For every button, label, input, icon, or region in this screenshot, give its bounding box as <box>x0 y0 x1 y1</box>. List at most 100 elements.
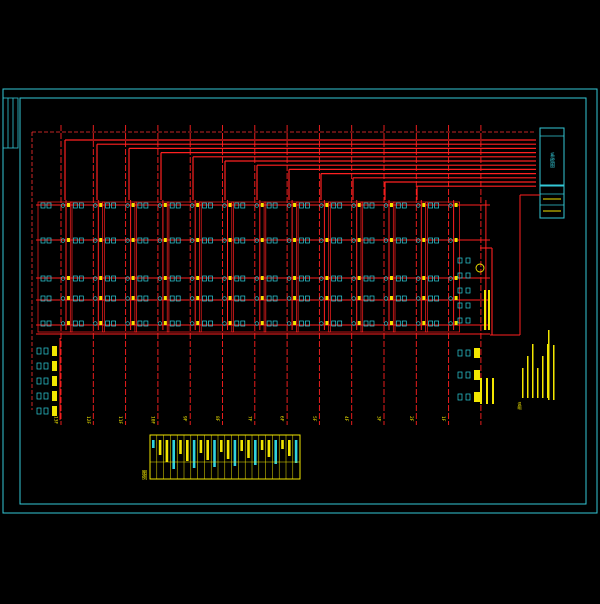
device-tag <box>293 321 297 325</box>
title-block-label: 系统图 <box>549 152 555 169</box>
alarm-bell-symbol <box>351 238 356 243</box>
smoke-detector-symbol <box>137 275 143 282</box>
heat-detector-symbol <box>369 320 375 327</box>
legend-entry-mark <box>240 440 243 451</box>
lower-left-module <box>43 377 49 385</box>
device-tag <box>454 238 458 242</box>
smoke-detector-symbol <box>72 320 78 327</box>
device-tag <box>228 238 232 242</box>
device-tag <box>390 238 393 242</box>
floor-label: 3F <box>376 416 382 422</box>
heat-detector-symbol <box>175 237 181 244</box>
alarm-bell-symbol <box>416 296 421 301</box>
lower-left-module <box>36 377 42 385</box>
smoke-detector-symbol <box>395 275 401 282</box>
smoke-detector-symbol <box>202 275 207 282</box>
device-tag <box>163 203 167 207</box>
lower-left-module <box>43 392 49 400</box>
right-column-module <box>457 302 463 309</box>
right-column-module <box>465 317 471 324</box>
legend-table: 图例 <box>141 434 301 481</box>
alarm-bell-symbol <box>383 203 389 208</box>
lower-left-label <box>52 376 57 386</box>
device-tag <box>163 296 167 300</box>
alarm-bell-symbol <box>157 203 162 208</box>
alarm-bell-symbol <box>416 321 421 326</box>
device-tag <box>163 238 167 242</box>
smoke-detector-symbol <box>202 320 207 327</box>
device-tag <box>163 276 167 280</box>
heat-detector-symbol <box>208 237 213 244</box>
smoke-detector-symbol <box>363 295 369 302</box>
alarm-bell-symbol <box>287 321 292 326</box>
legend-entry-mark <box>281 440 284 449</box>
heat-detector-symbol <box>143 295 149 302</box>
heat-detector-symbol <box>208 320 213 327</box>
heat-detector-symbol <box>111 295 116 302</box>
alarm-bell-symbol <box>222 321 227 326</box>
alarm-bell-symbol <box>383 276 389 281</box>
riser-group <box>31 125 540 425</box>
device-tag <box>390 276 393 280</box>
lower-left-label <box>52 406 57 416</box>
legend-entry-mark <box>192 440 196 468</box>
heat-detector-symbol <box>46 275 52 282</box>
heat-detector-symbol <box>337 237 343 244</box>
smoke-detector-symbol <box>105 275 110 282</box>
device-tag <box>357 203 361 207</box>
heat-detector-symbol <box>175 295 181 302</box>
right-column-module <box>465 257 471 264</box>
smoke-detector-symbol <box>40 320 46 327</box>
device-tag <box>196 296 200 300</box>
heat-detector-symbol <box>369 295 375 302</box>
alarm-bell-symbol <box>287 203 292 208</box>
floor-panel-box <box>296 201 331 333</box>
heat-detector-symbol <box>240 275 246 282</box>
heat-detector-symbol <box>337 202 343 209</box>
heat-detector-symbol <box>337 295 343 302</box>
smoke-detector-symbol <box>266 320 272 327</box>
smoke-detector-symbol <box>40 295 46 302</box>
floor-label: 9F <box>182 416 188 422</box>
smoke-detector-symbol <box>331 202 337 209</box>
heat-detector-symbol <box>305 275 310 282</box>
smoke-detector-symbol <box>363 237 369 244</box>
device-tag <box>325 238 329 242</box>
device-tag <box>422 296 426 300</box>
smoke-detector-symbol <box>40 237 46 244</box>
smoke-detector-symbol <box>169 295 175 302</box>
heat-detector-symbol <box>46 237 52 244</box>
legend-entry-mark <box>247 440 250 458</box>
annotation-bar <box>486 378 488 404</box>
smoke-detector-symbol <box>363 320 369 327</box>
lower-left-module <box>43 347 49 355</box>
heat-detector-symbol <box>369 202 375 209</box>
alarm-bell-symbol <box>190 238 195 243</box>
alarm-bell-symbol <box>93 238 98 243</box>
floor-label: 13F <box>53 416 59 424</box>
device-tag <box>293 296 297 300</box>
alarm-bell-symbol <box>60 296 66 301</box>
alarm-bell-symbol <box>319 276 324 281</box>
notes-label: 说明 <box>518 401 523 411</box>
alarm-bell-symbol <box>416 203 421 208</box>
alarm-bell-symbol <box>190 276 195 281</box>
device-tag <box>293 203 297 207</box>
legend-entry-mark <box>152 440 155 448</box>
legend-entry-mark <box>267 440 271 457</box>
note-line <box>537 368 539 398</box>
note-line <box>542 356 544 398</box>
floor-label: 2F <box>408 416 414 422</box>
device-tag <box>196 238 200 242</box>
heat-detector-symbol <box>305 295 310 302</box>
alarm-bell-symbol <box>157 296 162 301</box>
heat-detector-symbol <box>434 275 439 282</box>
heat-detector-symbol <box>272 275 278 282</box>
right-lower-module <box>465 349 471 357</box>
heat-detector-symbol <box>111 237 116 244</box>
smoke-detector-symbol <box>105 320 110 327</box>
annotation-bar <box>480 378 482 404</box>
heat-detector-symbol <box>143 237 149 244</box>
right-column-module <box>457 257 463 264</box>
alarm-bell-symbol <box>93 203 98 208</box>
